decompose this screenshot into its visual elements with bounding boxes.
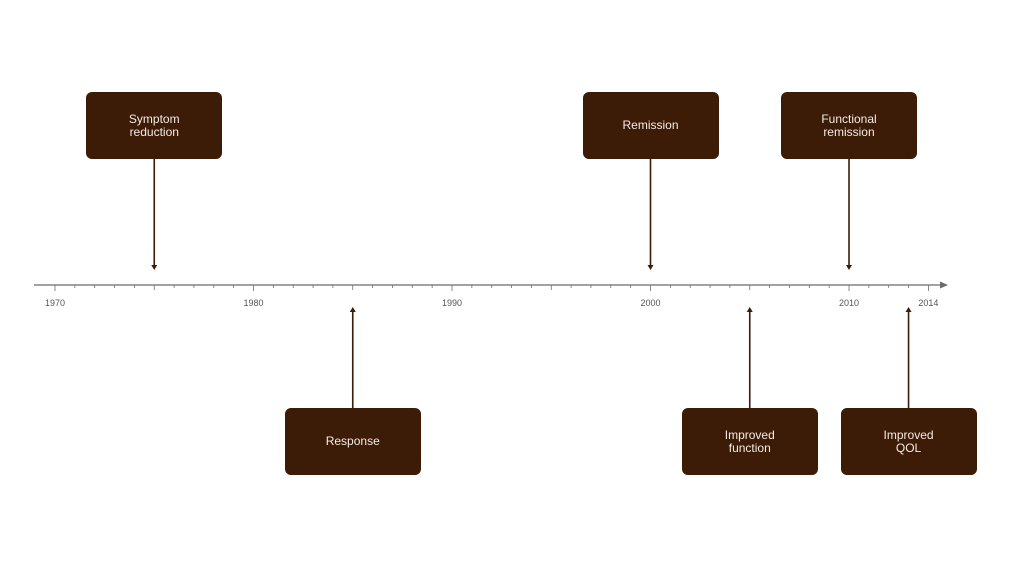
year-label-2010: 2010 [838,298,860,308]
event-connectors [151,159,912,408]
connector-arrow [647,159,654,270]
year-label-2000: 2000 [640,298,661,308]
connector-arrow [151,159,158,270]
event-box-remission: Remission [582,92,719,159]
year-label-1970: 1970 [44,298,66,308]
year-label-1990: 1990 [441,298,463,308]
event-box-improved-function: Improved function [681,408,818,475]
event-box-functional-remission: Functional remission [781,92,917,159]
year-label-1980: 1980 [243,298,264,308]
event-box-symptom-reduction: Symptom reduction [86,92,223,159]
axis-arrowhead [940,281,948,289]
connector-arrow [846,159,852,270]
connector-arrow [905,307,912,408]
connector-arrow [746,307,753,408]
event-box-response: Response [284,408,421,475]
event-box-improved-qol: Improved QOL [840,408,977,475]
year-label-2014: 2014 [918,298,939,308]
connector-arrow [349,307,356,408]
axis-ticks [54,285,929,291]
